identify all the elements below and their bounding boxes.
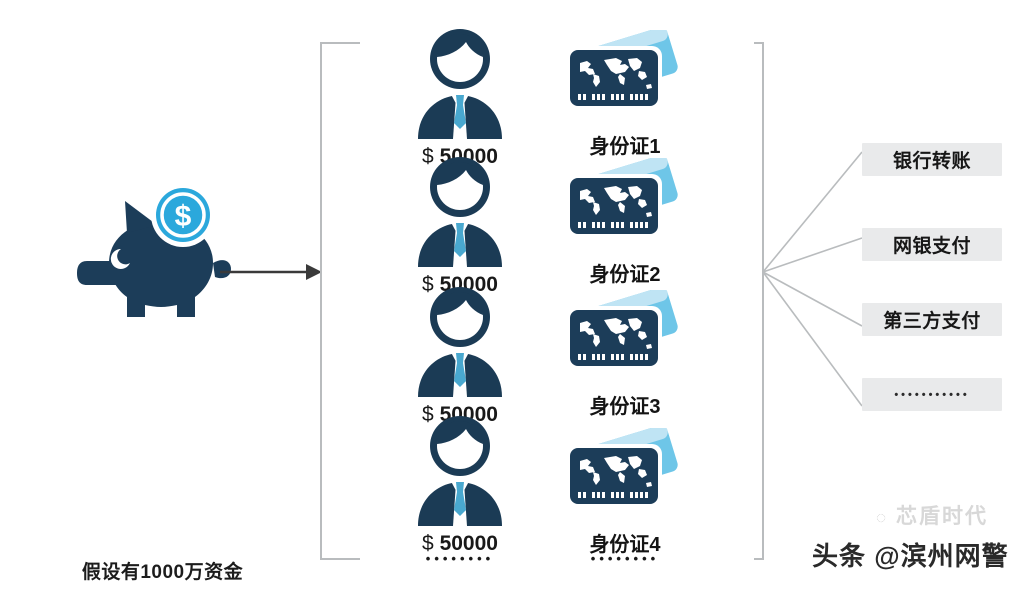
ghost-watermark: ◌ 芯盾时代 bbox=[842, 500, 1022, 530]
channel-tag-third-party-payment[interactable]: 第三方支付 bbox=[862, 303, 1002, 336]
id-card-label: 身份证3 bbox=[589, 396, 661, 418]
person-row: $ 50000 bbox=[385, 155, 535, 296]
channel-tag-label: 网银支付 bbox=[892, 236, 971, 257]
money-source-group: $ 假设有1000万资金 bbox=[55, 185, 270, 583]
id-card-row: 身份证1 bbox=[550, 30, 700, 158]
left-bracket bbox=[320, 42, 360, 560]
channel-tag-more[interactable]: ••••••••••• bbox=[862, 378, 1002, 411]
currency-symbol: $ bbox=[422, 145, 434, 168]
person-suit-icon bbox=[418, 29, 502, 139]
channel-tag-label: ••••••••••• bbox=[894, 388, 970, 401]
currency-symbol: $ bbox=[422, 403, 434, 426]
id-card-stack-icon bbox=[566, 158, 683, 238]
channel-tag-online-banking[interactable]: 网银支付 bbox=[862, 228, 1002, 261]
svg-text:$: $ bbox=[175, 200, 192, 233]
person-suit-icon bbox=[418, 157, 502, 267]
id-card-stack-icon bbox=[566, 290, 683, 370]
id-card-row: 身份证3 bbox=[550, 290, 700, 418]
id-card-stack-icon bbox=[566, 30, 683, 110]
id-card-label: 身份证1 bbox=[589, 136, 661, 158]
id-card-row: 身份证4 bbox=[550, 428, 700, 556]
ghost-watermark-text: 芯盾时代 bbox=[895, 505, 988, 528]
cards-continuation-dots: •••••••• bbox=[590, 551, 660, 566]
person-row: $ 50000 bbox=[385, 27, 535, 168]
ghost-watermark-mark: ◌ bbox=[876, 508, 889, 527]
right-bracket bbox=[754, 42, 764, 560]
piggy-bank-icon: $ bbox=[77, 185, 231, 317]
person-row: $ 50000 bbox=[385, 285, 535, 426]
people-continuation-dots: •••••••• bbox=[425, 551, 495, 566]
id-card-label: 身份证2 bbox=[589, 264, 661, 286]
channel-tag-label: 银行转账 bbox=[892, 151, 971, 172]
id-card-label: 身份证4 bbox=[589, 534, 661, 556]
person-amount: $ 50000 bbox=[385, 532, 535, 556]
fan-out-connector-lines bbox=[762, 151, 863, 407]
source-watermark: 头条 @滨州网警 bbox=[812, 541, 1009, 571]
person-row: $ 50000 bbox=[385, 414, 535, 555]
money-source-caption: 假设有1000万资金 bbox=[81, 562, 244, 583]
arrow-right-icon bbox=[220, 264, 322, 280]
currency-symbol: $ bbox=[422, 532, 434, 555]
person-suit-icon bbox=[418, 416, 502, 526]
channel-tag-label: 第三方支付 bbox=[883, 311, 981, 332]
id-card-row: 身份证2 bbox=[550, 158, 700, 286]
id-card-stack-icon bbox=[566, 428, 683, 508]
person-suit-icon bbox=[418, 287, 502, 397]
currency-symbol: $ bbox=[422, 273, 434, 296]
amount-value: 50000 bbox=[439, 532, 498, 555]
channel-tag-bank-transfer[interactable]: 银行转账 bbox=[862, 143, 1002, 176]
